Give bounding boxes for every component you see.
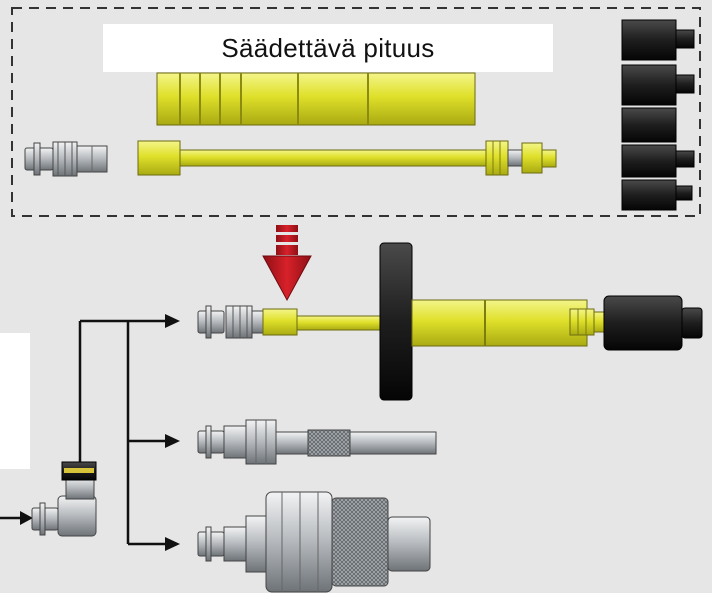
adapter-icon — [622, 20, 694, 210]
angle-coupler-icon — [32, 462, 96, 536]
down-arrow-icon — [263, 225, 311, 300]
extension-segments-icon — [157, 73, 475, 125]
union-coupling-icon — [198, 492, 430, 592]
plain-extension-icon — [198, 420, 436, 464]
quick-coupler-icon — [25, 142, 107, 176]
adjustable-extension-rod-icon — [138, 141, 556, 175]
